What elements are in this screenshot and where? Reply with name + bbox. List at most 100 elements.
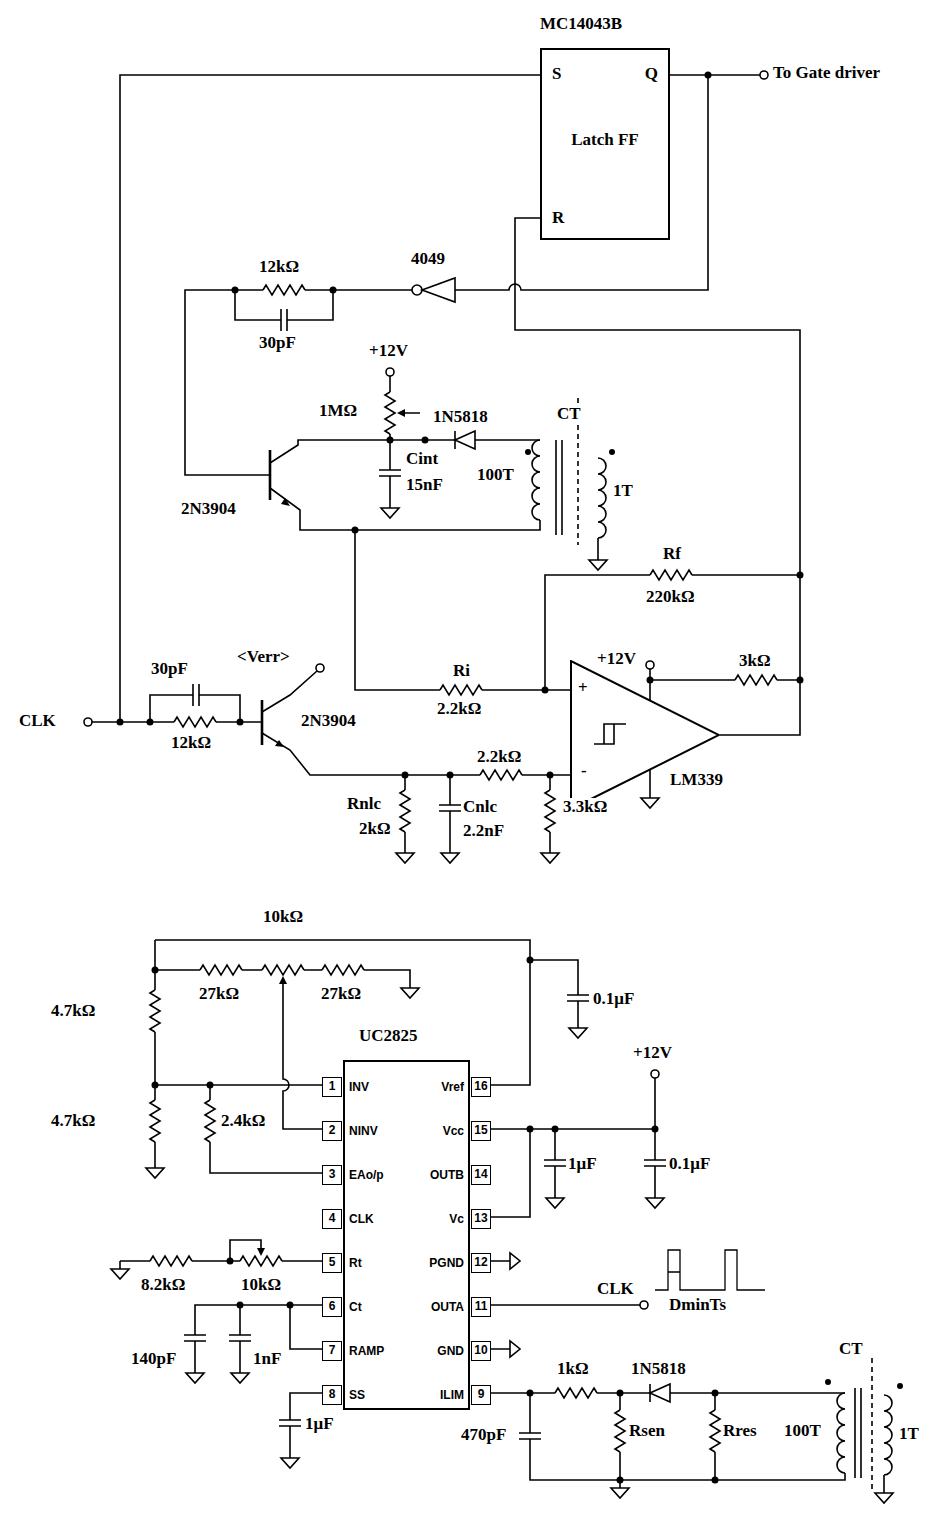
junction-dot bbox=[152, 967, 159, 974]
pin-name: CLK bbox=[349, 1210, 374, 1228]
pin-number: 2 bbox=[322, 1121, 342, 1141]
wire bbox=[111, 1261, 129, 1279]
pin-number: 12 bbox=[471, 1253, 491, 1273]
circuit-label: 4049 bbox=[410, 250, 446, 268]
circuit-label: 2.4kΩ bbox=[220, 1112, 266, 1130]
wire bbox=[567, 995, 589, 1001]
junction-dot bbox=[617, 1390, 624, 1397]
wire bbox=[422, 278, 455, 302]
pin-number: 5 bbox=[322, 1253, 342, 1273]
junction-dot bbox=[237, 1302, 244, 1309]
pin-number: 7 bbox=[322, 1341, 342, 1361]
circuit-label: Cnlc bbox=[462, 798, 498, 816]
junction-dot bbox=[527, 957, 534, 964]
wire bbox=[735, 675, 777, 685]
junction-dot bbox=[387, 437, 394, 444]
circuit-label: Cint bbox=[405, 450, 439, 468]
terminal bbox=[316, 664, 324, 672]
circuit-label: 2.2nF bbox=[462, 822, 505, 840]
pin-number: 1 bbox=[322, 1077, 342, 1097]
wire bbox=[544, 1160, 566, 1166]
circuit-label: 2.2kΩ bbox=[476, 748, 522, 766]
terminal bbox=[651, 1070, 659, 1078]
terminal bbox=[760, 71, 768, 79]
junction-dot bbox=[402, 772, 409, 779]
pin-name: EAo/p bbox=[349, 1166, 384, 1184]
junction-dot bbox=[825, 1379, 831, 1385]
wire bbox=[262, 965, 304, 975]
terminal-name: Q bbox=[645, 64, 658, 84]
junction-dot bbox=[147, 719, 154, 726]
circuit-label: Rnlc bbox=[346, 795, 382, 813]
wire bbox=[644, 1160, 666, 1166]
wire bbox=[200, 965, 242, 975]
pin-name: OUTA bbox=[431, 1298, 464, 1316]
input-sign: - bbox=[581, 761, 587, 781]
wire bbox=[240, 1256, 282, 1266]
wire bbox=[150, 671, 317, 722]
junction-dot bbox=[617, 1477, 624, 1484]
pin-name: RAMP bbox=[349, 1342, 384, 1360]
wire bbox=[385, 392, 395, 434]
circuit-label: CT bbox=[838, 1340, 864, 1358]
wire bbox=[837, 1393, 845, 1473]
circuit-label: 1N5818 bbox=[432, 408, 489, 426]
wire bbox=[441, 845, 459, 863]
wire bbox=[150, 990, 160, 1032]
pin-number: 13 bbox=[471, 1209, 491, 1229]
circuit-label: Ri bbox=[452, 662, 471, 680]
circuit-label: 27kΩ bbox=[320, 985, 362, 1003]
circuit-label: 220kΩ bbox=[645, 588, 696, 606]
junction-dot bbox=[527, 1126, 534, 1133]
wire bbox=[875, 1485, 893, 1503]
wire bbox=[650, 570, 692, 580]
circuit-label: 30pF bbox=[150, 660, 189, 678]
wire bbox=[400, 790, 410, 832]
circuit-label: CLK bbox=[18, 712, 57, 730]
circuit-label: Rsen bbox=[628, 1422, 666, 1440]
circuit-label: CLK bbox=[596, 1280, 635, 1298]
wire bbox=[322, 965, 364, 975]
signal-wire bbox=[515, 218, 800, 735]
wire bbox=[440, 685, 482, 695]
pin-name: PGND bbox=[429, 1254, 464, 1272]
circuit-label: 10kΩ bbox=[262, 908, 304, 926]
circuit-label: 4.7kΩ bbox=[50, 1112, 96, 1130]
wire bbox=[396, 845, 414, 863]
wire bbox=[589, 552, 607, 570]
circuit-label: 2kΩ bbox=[358, 820, 392, 838]
junction-dot bbox=[609, 449, 615, 455]
wire bbox=[641, 790, 659, 808]
wire bbox=[439, 805, 461, 811]
circuit-label: Rf bbox=[662, 545, 682, 563]
junction-dot bbox=[207, 1082, 214, 1089]
terminal bbox=[646, 661, 654, 669]
circuit-label: 12kΩ bbox=[258, 258, 300, 276]
wire bbox=[279, 1420, 301, 1426]
circuit-label: 140pF bbox=[130, 1350, 177, 1368]
circuit-label: <Verr> bbox=[236, 648, 291, 666]
junction-dot bbox=[547, 772, 554, 779]
wire bbox=[569, 1020, 587, 1038]
wire bbox=[120, 1240, 322, 1450]
circuit-label: 2.2kΩ bbox=[436, 700, 482, 718]
wire bbox=[556, 440, 562, 535]
circuit-label: +12V bbox=[632, 1044, 673, 1062]
circuit-label: 27kΩ bbox=[198, 985, 240, 1003]
pin-name: ILIM bbox=[440, 1386, 464, 1404]
circuit-label: To Gate driver bbox=[772, 64, 881, 82]
pin-number: 6 bbox=[322, 1297, 342, 1317]
circuit-label: 1nF bbox=[252, 1350, 282, 1368]
pin-number: 3 bbox=[322, 1165, 342, 1185]
circuit-label: +12V bbox=[368, 342, 409, 360]
pin-number: 9 bbox=[471, 1385, 491, 1405]
wire bbox=[186, 1365, 204, 1383]
circuit-label: 0.1μF bbox=[592, 990, 635, 1008]
pin-number: 14 bbox=[471, 1165, 491, 1185]
input-sign: LM339 bbox=[670, 770, 723, 790]
pin-number: 8 bbox=[322, 1385, 342, 1405]
wire bbox=[381, 500, 399, 518]
wire bbox=[655, 1250, 765, 1290]
controller-ic: UC28251INVVref162NINVVcc153EAo/pOUTB144C… bbox=[343, 1060, 470, 1410]
junction-dot bbox=[712, 1390, 719, 1397]
